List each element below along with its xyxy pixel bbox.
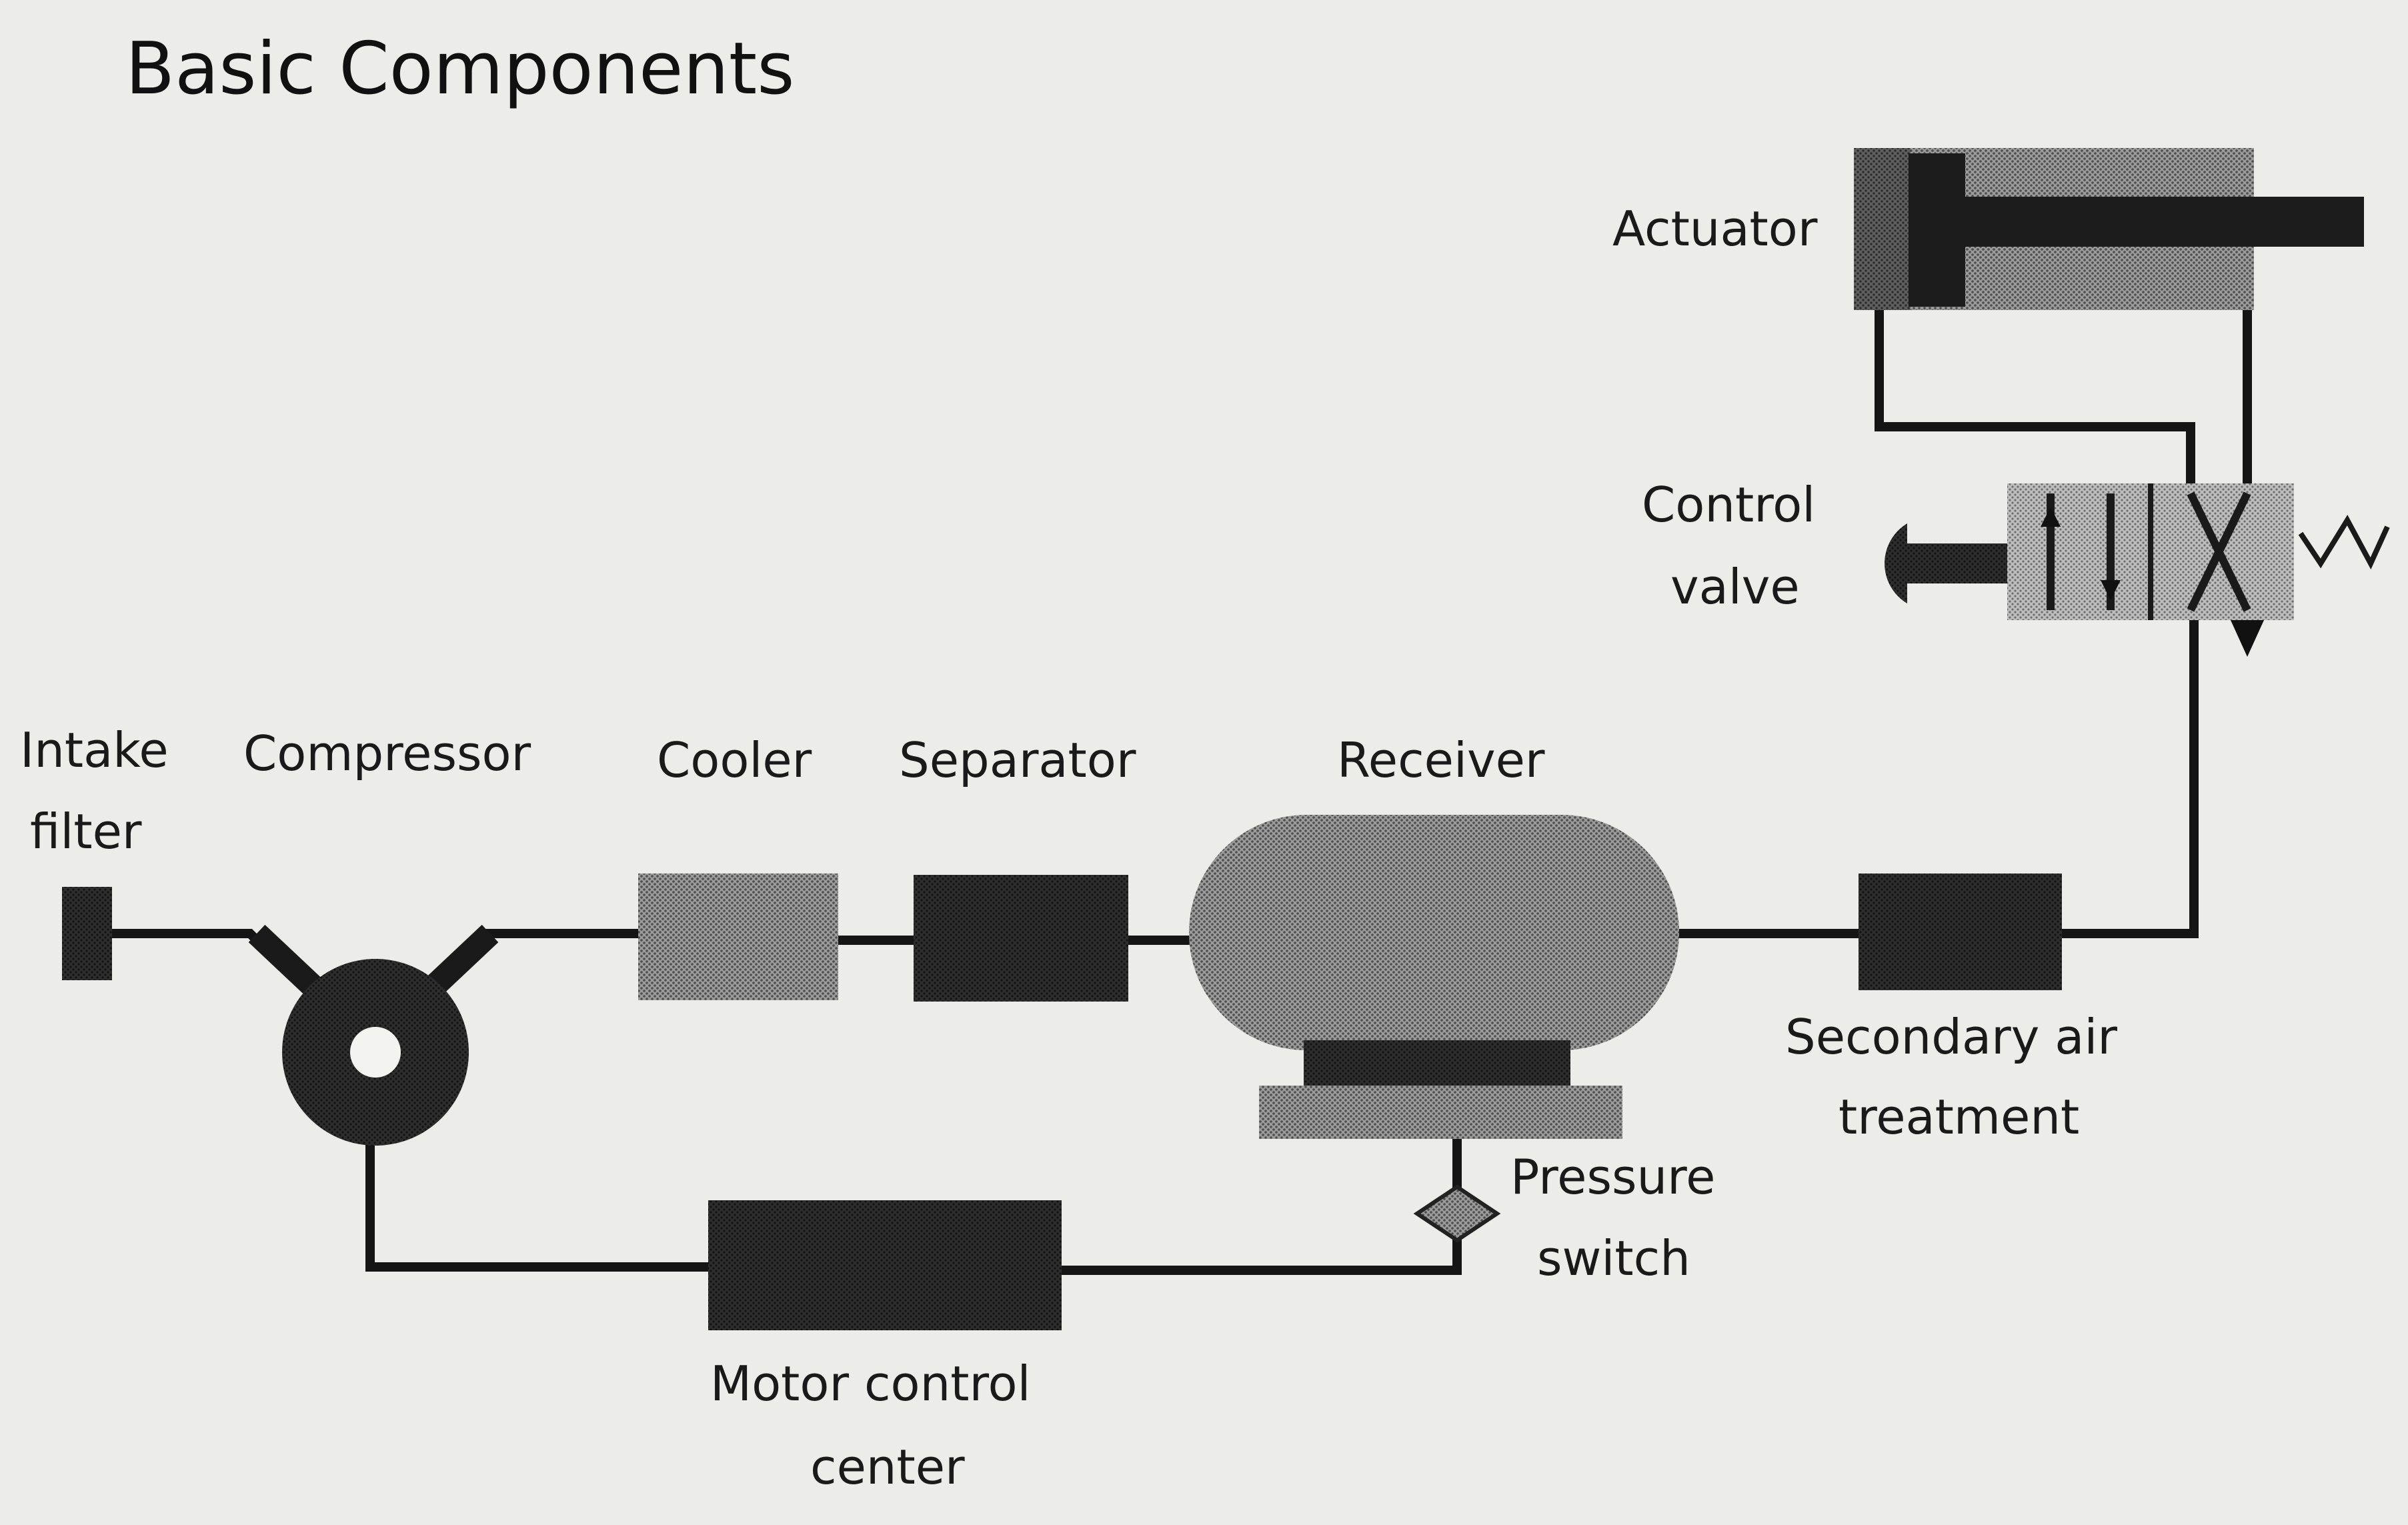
intake-filter-label-line2: filter [30, 804, 142, 860]
pressure-switch-symbol [1413, 1184, 1501, 1243]
intake-filter-block [62, 887, 112, 980]
control-valve-label-line2: valve [1670, 559, 1800, 615]
pipe-secondary-valve [2061, 617, 2199, 938]
secondary-air-treatment-block [1859, 874, 2062, 990]
separator-block [914, 875, 1128, 1002]
pipe-motor-pressure [1060, 1127, 1462, 1275]
motor-control-center-label-line2: center [810, 1439, 965, 1495]
compressor-symbol [248, 924, 499, 1146]
receiver-tank [1189, 815, 1679, 1139]
pipe-valve-actuator-a [1875, 310, 2195, 493]
separator-label: Separator [899, 732, 1136, 788]
motor-control-center-label-line1: Motor control [710, 1356, 1031, 1412]
receiver-label: Receiver [1337, 732, 1545, 788]
cooler-label: Cooler [657, 732, 812, 788]
pressure-switch-label-line2: switch [1537, 1230, 1690, 1286]
intake-filter-label-line1: Intake [20, 722, 169, 778]
control-valve-label-line1: Control [1642, 477, 1815, 533]
compressor-label: Compressor [243, 725, 531, 782]
secondary-air-treatment-label-line1: Secondary air [1785, 1009, 2117, 1065]
cooler-block [638, 874, 838, 1000]
control-valve-symbol [1885, 483, 2390, 657]
actuator-label: Actuator [1612, 201, 1818, 257]
pressure-switch-label-line1: Pressure [1510, 1149, 1715, 1205]
diagram-title: Basic Components [125, 27, 795, 111]
secondary-air-treatment-label-line2: treatment [1839, 1089, 2079, 1145]
motor-control-center-block [708, 1200, 1062, 1330]
actuator-symbol [1854, 148, 2364, 310]
pipe-compressor-motor [365, 1134, 710, 1272]
